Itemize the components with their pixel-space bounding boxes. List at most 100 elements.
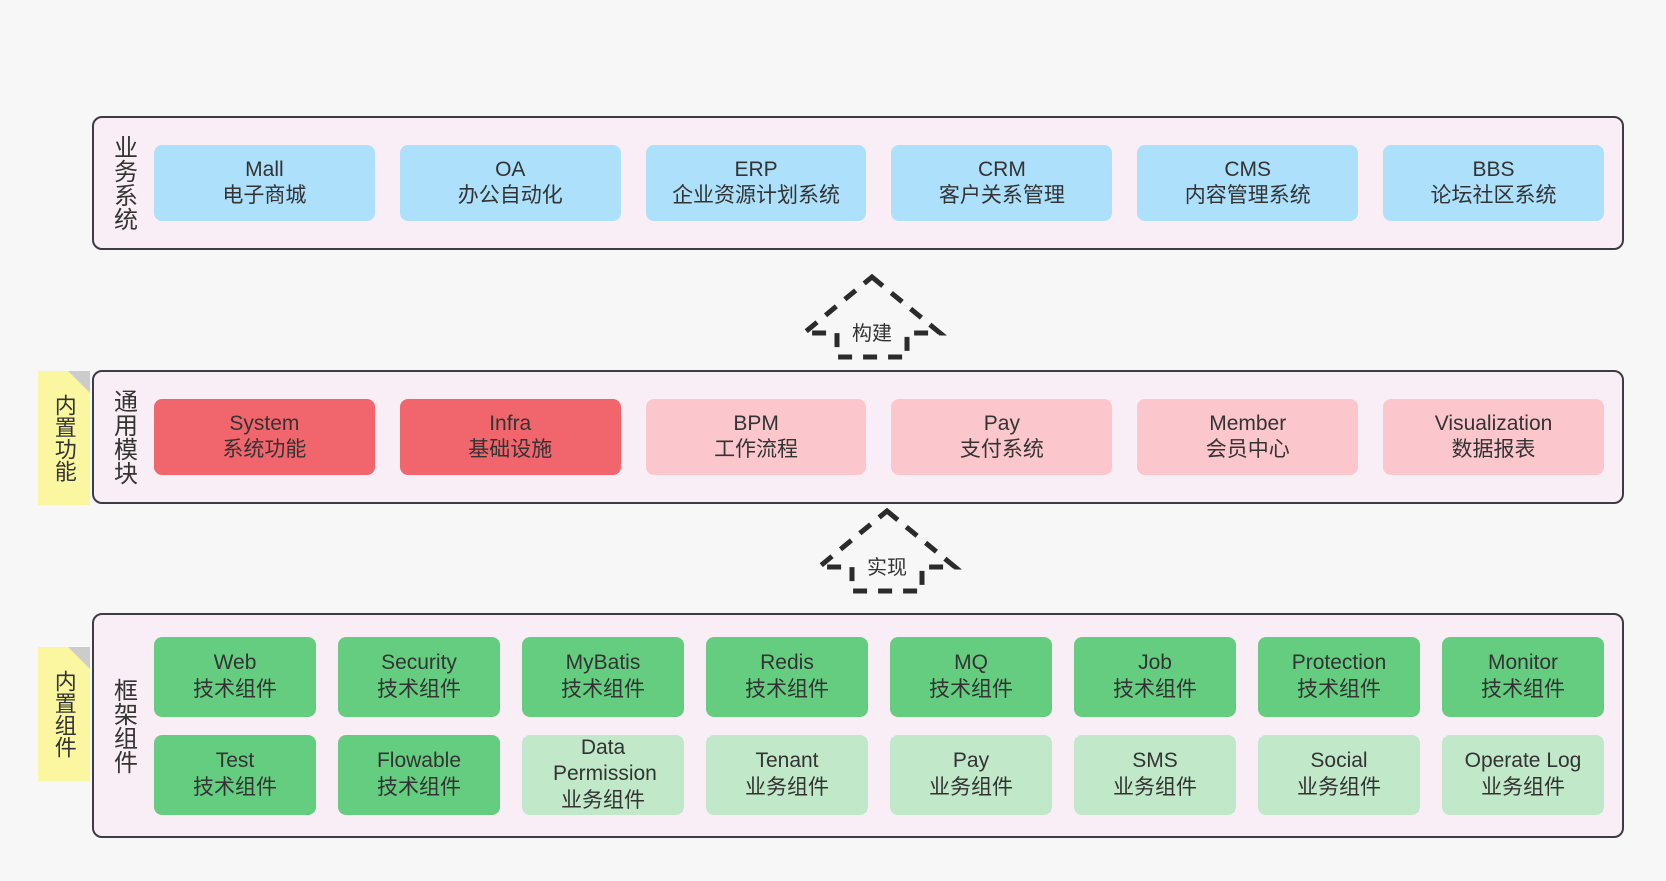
layer-title-common-modules: 通用模块 bbox=[109, 389, 137, 485]
build-arrow: 构建 bbox=[797, 271, 947, 361]
card-member[interactable]: Member 会员中心 bbox=[1137, 399, 1359, 475]
implement-arrow: 实现 bbox=[812, 505, 962, 595]
layer-common-modules: 通用模块 System 系统功能 Infra 基础设施 BPM 工作流程 Pay… bbox=[92, 370, 1624, 504]
card-title: Pay bbox=[952, 749, 990, 773]
builtin-component-note: 内置组件 bbox=[38, 647, 90, 781]
card-title: Protection bbox=[1291, 651, 1387, 675]
note-fold-corner-icon bbox=[68, 371, 90, 393]
card-subtitle: 技术组件 bbox=[1113, 677, 1197, 701]
card-subtitle: 数据报表 bbox=[1451, 438, 1536, 461]
card-subtitle: 技术组件 bbox=[745, 677, 829, 701]
card-subtitle: 技术组件 bbox=[561, 677, 645, 701]
card-visualization[interactable]: Visualization 数据报表 bbox=[1383, 399, 1604, 475]
note-fold-corner-icon bbox=[68, 647, 90, 669]
card-title: CMS bbox=[1224, 157, 1272, 181]
layer-body-business-systems: Mall 电子商城 OA 办公自动化 ERP 企业资源计划系统 CRM 客户关系… bbox=[150, 118, 1622, 248]
card-title: Infra bbox=[489, 411, 532, 435]
card-operate-log[interactable]: Operate Log 业务组件 bbox=[1442, 734, 1604, 815]
card-tenant[interactable]: Tenant 业务组件 bbox=[706, 734, 868, 815]
card-data-permission[interactable]: Data Permission 业务组件 bbox=[522, 734, 684, 815]
card-title: Data Permission bbox=[553, 735, 657, 786]
card-subtitle: 系统功能 bbox=[222, 438, 307, 461]
card-title: BBS bbox=[1472, 157, 1515, 181]
card-protection[interactable]: Protection 技术组件 bbox=[1258, 636, 1420, 717]
card-mall[interactable]: Mall 电子商城 bbox=[154, 145, 375, 221]
card-subtitle: 客户关系管理 bbox=[938, 184, 1065, 207]
card-subtitle: 电子商城 bbox=[222, 184, 307, 207]
card-web[interactable]: Web 技术组件 bbox=[154, 636, 316, 717]
card-subtitle: 技术组件 bbox=[1297, 677, 1381, 701]
card-subtitle: 论坛社区系统 bbox=[1430, 184, 1557, 207]
card-redis[interactable]: Redis 技术组件 bbox=[706, 636, 868, 717]
card-subtitle: 业务组件 bbox=[1481, 775, 1565, 799]
card-pay[interactable]: Pay 支付系统 bbox=[891, 399, 1113, 475]
build-arrow-label: 构建 bbox=[852, 323, 892, 345]
card-subtitle: 业务组件 bbox=[561, 788, 645, 812]
card-subtitle: 企业资源计划系统 bbox=[672, 184, 841, 207]
card-row: Test 技术组件 Flowable 技术组件 Data Permission … bbox=[154, 734, 1604, 815]
implement-arrow-label: 实现 bbox=[867, 557, 907, 579]
card-title: ERP bbox=[734, 157, 778, 181]
card-monitor[interactable]: Monitor 技术组件 bbox=[1442, 636, 1604, 717]
card-system[interactable]: System 系统功能 bbox=[154, 399, 375, 475]
card-subtitle: 技术组件 bbox=[929, 677, 1013, 701]
layer-business-systems: 业务系统 Mall 电子商城 OA 办公自动化 ERP 企业资源计划系统 CRM… bbox=[92, 116, 1624, 250]
card-title: BPM bbox=[733, 411, 779, 435]
layer-body-framework-components: Web 技术组件 Security 技术组件 MyBatis 技术组件 Redi… bbox=[150, 615, 1622, 836]
layer-title-framework-components: 框架组件 bbox=[109, 677, 137, 774]
card-cms[interactable]: CMS 内容管理系统 bbox=[1137, 145, 1359, 221]
card-erp[interactable]: ERP 企业资源计划系统 bbox=[645, 145, 867, 221]
card-oa[interactable]: OA 办公自动化 bbox=[399, 145, 621, 221]
card-security[interactable]: Security 技术组件 bbox=[338, 636, 500, 717]
card-flowable[interactable]: Flowable 技术组件 bbox=[338, 734, 500, 815]
card-pay-component[interactable]: Pay 业务组件 bbox=[890, 734, 1052, 815]
card-title: Job bbox=[1138, 651, 1172, 675]
card-subtitle: 内容管理系统 bbox=[1184, 184, 1311, 207]
builtin-component-note-label: 内置组件 bbox=[51, 670, 77, 758]
card-subtitle: 业务组件 bbox=[1113, 775, 1197, 799]
card-title: Pay bbox=[983, 411, 1020, 435]
card-test[interactable]: Test 技术组件 bbox=[154, 734, 316, 815]
card-job[interactable]: Job 技术组件 bbox=[1074, 636, 1236, 717]
card-subtitle: 技术组件 bbox=[377, 677, 461, 701]
card-title: Social bbox=[1310, 749, 1368, 773]
card-subtitle: 业务组件 bbox=[929, 775, 1013, 799]
layer-framework-components: 框架组件 Web 技术组件 Security 技术组件 MyBatis 技术组件… bbox=[92, 613, 1624, 838]
card-title: Member bbox=[1209, 411, 1287, 435]
card-title: Monitor bbox=[1487, 651, 1559, 675]
card-title: MyBatis bbox=[565, 651, 641, 675]
card-bbs[interactable]: BBS 论坛社区系统 bbox=[1383, 145, 1604, 221]
card-subtitle: 技术组件 bbox=[193, 677, 277, 701]
card-title: CRM bbox=[977, 157, 1026, 181]
card-title: Security bbox=[381, 651, 457, 675]
card-subtitle: 办公自动化 bbox=[457, 184, 563, 207]
card-title: Operate Log bbox=[1464, 749, 1582, 773]
card-social[interactable]: Social 业务组件 bbox=[1258, 734, 1420, 815]
card-crm[interactable]: CRM 客户关系管理 bbox=[891, 145, 1113, 221]
builtin-function-note-label: 内置功能 bbox=[51, 394, 77, 482]
card-mq[interactable]: MQ 技术组件 bbox=[890, 636, 1052, 717]
card-subtitle: 会员中心 bbox=[1205, 438, 1290, 461]
builtin-function-note: 内置功能 bbox=[38, 371, 90, 505]
card-title: MQ bbox=[954, 651, 988, 675]
card-subtitle: 工作流程 bbox=[714, 438, 799, 461]
card-bpm[interactable]: BPM 工作流程 bbox=[645, 399, 867, 475]
card-title: OA bbox=[495, 157, 526, 181]
card-title: Mall bbox=[245, 157, 284, 181]
card-subtitle: 业务组件 bbox=[745, 775, 829, 799]
card-title: System bbox=[229, 411, 300, 435]
card-title: Flowable bbox=[376, 749, 462, 773]
card-title: Visualization bbox=[1434, 411, 1553, 435]
card-title: Test bbox=[215, 749, 255, 773]
build-arrow-shape bbox=[797, 273, 947, 360]
card-title: Tenant bbox=[755, 749, 819, 773]
card-subtitle: 技术组件 bbox=[1481, 677, 1565, 701]
card-mybatis[interactable]: MyBatis 技术组件 bbox=[522, 636, 684, 717]
layer-title-business-systems: 业务系统 bbox=[109, 135, 137, 231]
card-sms[interactable]: SMS 业务组件 bbox=[1074, 734, 1236, 815]
card-row: Mall 电子商城 OA 办公自动化 ERP 企业资源计划系统 CRM 客户关系… bbox=[154, 145, 1604, 221]
card-subtitle: 支付系统 bbox=[959, 438, 1044, 461]
card-subtitle: 业务组件 bbox=[1297, 775, 1381, 799]
card-infra[interactable]: Infra 基础设施 bbox=[399, 399, 621, 475]
